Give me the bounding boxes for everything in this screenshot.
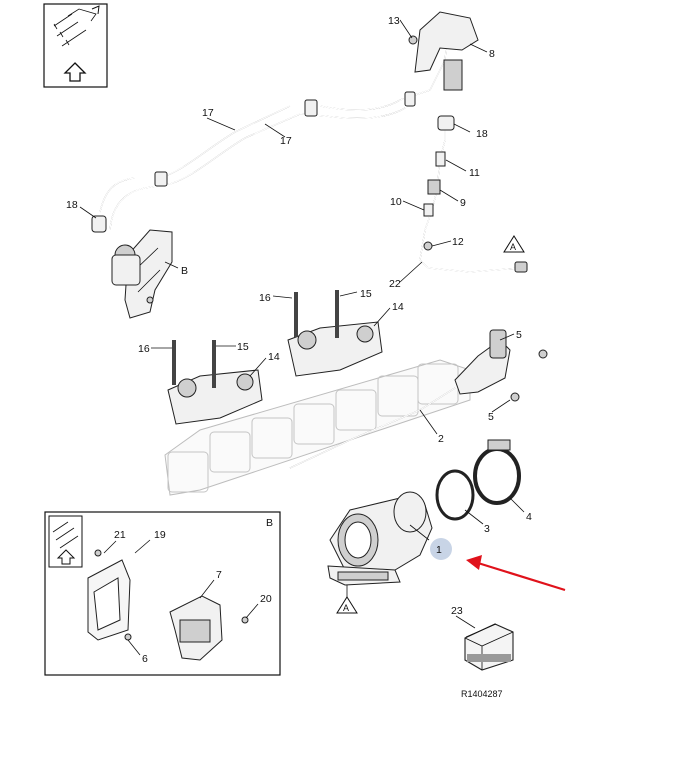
callout-5-bottom: 5 <box>488 411 494 423</box>
callout-8: 8 <box>489 48 495 60</box>
callout-18-top: 18 <box>476 128 488 140</box>
injector-rail-left <box>167 340 263 425</box>
sensor-bracket <box>454 329 548 402</box>
callout-9: 9 <box>460 197 466 209</box>
callout-18-left: 18 <box>66 199 78 211</box>
throttle-body-part-1 <box>327 491 433 586</box>
callout-12: 12 <box>452 236 464 248</box>
callout-15-left: 15 <box>237 341 249 353</box>
clamp-part-4 <box>473 439 521 505</box>
callout-11: 11 <box>469 167 480 179</box>
callout-7: 7 <box>216 569 222 581</box>
callout-1-highlight <box>430 538 452 560</box>
callout-6: 6 <box>142 653 148 665</box>
section-marker-a-top: A <box>503 235 525 253</box>
callout-2: 2 <box>438 433 444 445</box>
callout-14-left: 14 <box>268 351 280 363</box>
cylinder-head-ghost <box>164 359 471 496</box>
bracket-b-assembly <box>111 229 173 319</box>
callout-1: 1 <box>436 544 442 556</box>
callout-17-right: 17 <box>280 135 292 147</box>
callout-5-top: 5 <box>516 329 522 341</box>
detail-box-b-label: B <box>266 517 273 529</box>
svg-text:A: A <box>343 603 349 613</box>
up-arrow-icon <box>63 62 87 82</box>
parts-kit-box-icon <box>464 623 514 671</box>
gasket-part-3 <box>435 469 475 521</box>
section-marker-a-bottom: A <box>336 596 358 614</box>
callout-17-left: 17 <box>202 107 214 119</box>
direction-arrows-icon <box>53 5 100 47</box>
callout-16-right: 16 <box>259 292 271 304</box>
callout-labels: 13 8 18 11 9 10 12 22 17 17 18 B 16 15 1… <box>66 15 532 699</box>
injector-rail-right <box>287 290 383 377</box>
callout-4: 4 <box>526 511 532 523</box>
callout-19: 19 <box>154 529 166 541</box>
orientation-icon-box <box>43 3 108 88</box>
pipe-assembly <box>91 11 528 273</box>
callout-23: 23 <box>451 605 463 617</box>
callout-15-right: 15 <box>360 288 372 300</box>
reference-code: R1404287 <box>461 689 503 699</box>
section-marker-b: B <box>181 265 188 277</box>
pointer-arrow <box>466 555 566 592</box>
detail-box-b <box>44 511 281 676</box>
callout-13: 13 <box>388 15 400 27</box>
callout-10: 10 <box>390 196 402 208</box>
callout-16-left: 16 <box>138 343 150 355</box>
callout-20: 20 <box>260 593 272 605</box>
leader-lines <box>79 19 525 656</box>
callout-22: 22 <box>389 278 401 290</box>
callout-21: 21 <box>114 529 126 541</box>
svg-text:A: A <box>510 242 516 252</box>
callout-14-right: 14 <box>392 301 404 313</box>
callout-3: 3 <box>484 523 490 535</box>
